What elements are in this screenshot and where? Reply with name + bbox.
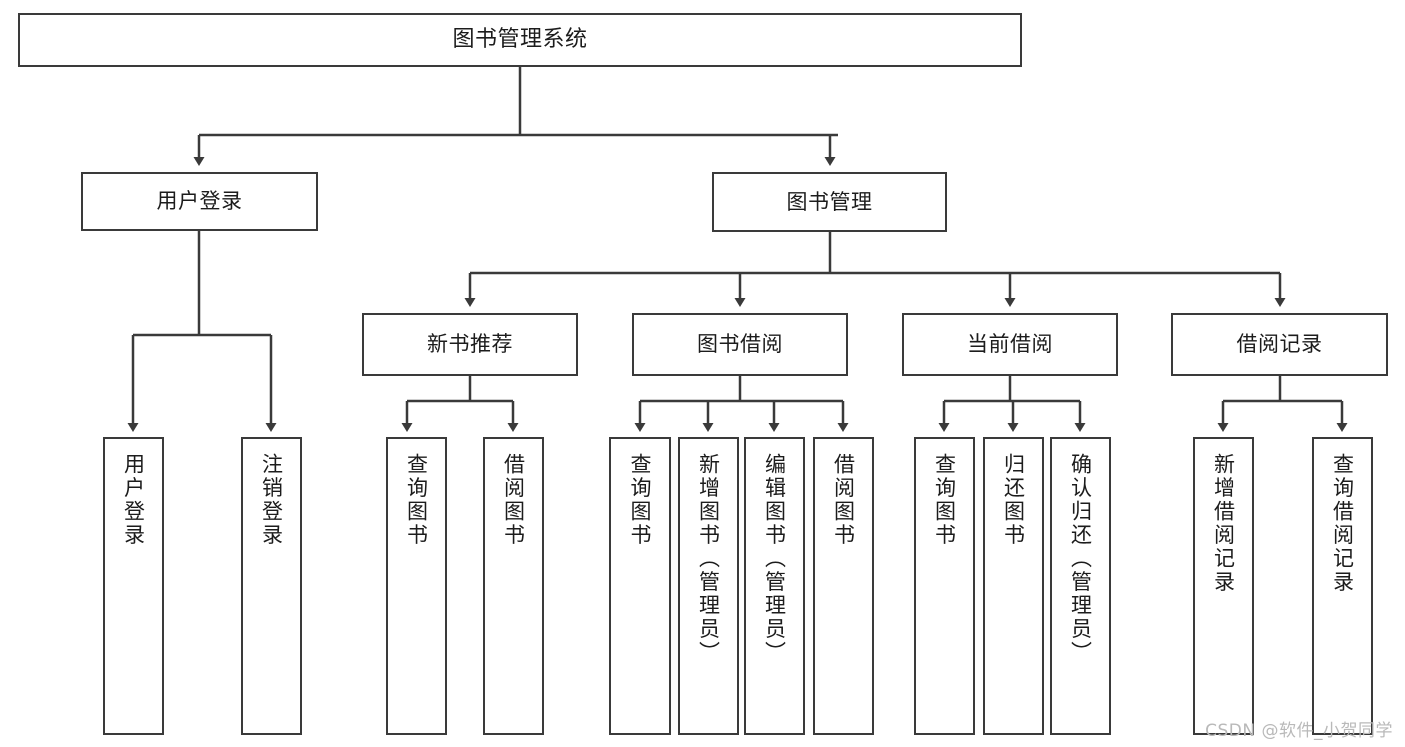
node-label: 借阅记录	[1236, 332, 1323, 357]
node-leaf-query-book-1[interactable]: 查询图书	[386, 437, 447, 735]
node-leaf-add-borrow-record[interactable]: 新增借阅记录	[1193, 437, 1254, 735]
node-label: 编辑图书（管理员）	[762, 453, 787, 665]
node-label: 查询图书	[932, 453, 957, 547]
node-leaf-borrow-book-1[interactable]: 借阅图书	[483, 437, 544, 735]
node-label: 借阅图书	[831, 453, 856, 547]
node-label: 归还图书	[1001, 453, 1026, 547]
node-label: 图书借阅	[697, 332, 783, 357]
node-label: 新增借阅记录	[1211, 453, 1236, 594]
node-book-borrow[interactable]: 图书借阅	[632, 313, 848, 376]
node-label: 查询借阅记录	[1330, 453, 1355, 594]
node-leaf-user-logout[interactable]: 注销登录	[241, 437, 302, 735]
node-user-login[interactable]: 用户登录	[81, 172, 318, 231]
node-label: 用户登录	[121, 453, 146, 547]
node-borrow-record[interactable]: 借阅记录	[1171, 313, 1388, 376]
node-leaf-query-borrow-record[interactable]: 查询借阅记录	[1312, 437, 1373, 735]
node-leaf-return-book[interactable]: 归还图书	[983, 437, 1044, 735]
node-label: 借阅图书	[501, 453, 526, 547]
node-label: 新增图书（管理员）	[696, 453, 721, 665]
node-label: 图书管理系统	[452, 27, 588, 53]
node-label: 查询图书	[404, 453, 429, 547]
node-label: 注销登录	[259, 453, 284, 547]
node-label: 图书管理	[786, 189, 873, 214]
node-leaf-borrow-book-2[interactable]: 借阅图书	[813, 437, 874, 735]
node-label: 新书推荐	[427, 332, 513, 357]
node-leaf-user-login[interactable]: 用户登录	[103, 437, 164, 735]
node-leaf-confirm-return[interactable]: 确认归还（管理员）	[1050, 437, 1111, 735]
node-label: 查询图书	[628, 453, 653, 547]
node-leaf-query-book-2[interactable]: 查询图书	[609, 437, 671, 735]
node-new-book-recommend[interactable]: 新书推荐	[362, 313, 578, 376]
node-leaf-query-book-3[interactable]: 查询图书	[914, 437, 975, 735]
node-book-manage[interactable]: 图书管理	[712, 172, 947, 232]
node-leaf-edit-book[interactable]: 编辑图书（管理员）	[744, 437, 805, 735]
node-current-borrow[interactable]: 当前借阅	[902, 313, 1118, 376]
node-label: 用户登录	[156, 189, 243, 214]
node-root-book-management-system[interactable]: 图书管理系统	[18, 13, 1022, 67]
node-label: 确认归还（管理员）	[1068, 453, 1093, 665]
node-label: 当前借阅	[967, 332, 1053, 357]
node-leaf-add-book[interactable]: 新增图书（管理员）	[678, 437, 739, 735]
